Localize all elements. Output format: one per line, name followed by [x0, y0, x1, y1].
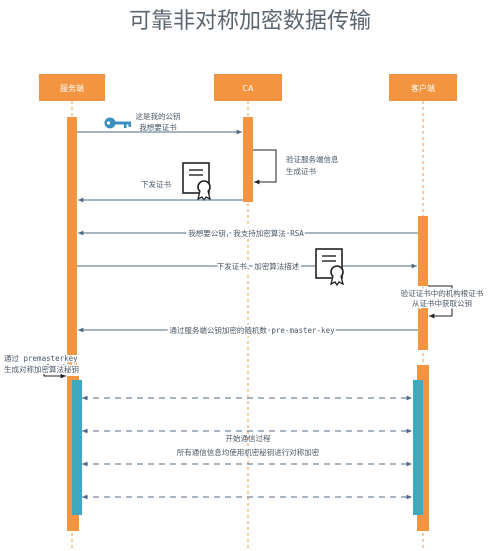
participant-ca-label: CA — [242, 84, 254, 93]
message-issue-certificate: 下发证书 — [78, 179, 243, 203]
message-8-line-1: 通过 premasterkey — [4, 353, 78, 363]
message-ca-verify: 验证服务端信息 生成证书 — [253, 149, 339, 185]
message-9-line-2: 所有通信信息均使用机密秘钥进行对称加密 — [177, 447, 320, 457]
key-icon — [104, 117, 131, 129]
diagram-title: 可靠非对称加密数据传输 — [129, 9, 371, 34]
message-2-line-2: 生成证书 — [286, 166, 316, 176]
certificate-icon — [182, 162, 211, 202]
participant-client-label: 客户端 — [411, 83, 435, 93]
message-6-line-1: 验证证书中的机构根证书 — [401, 288, 484, 298]
message-9-line-1: 开始通信过程 — [226, 433, 271, 443]
message-5-label: 下发证书、加密算法描述 — [217, 261, 300, 271]
message-1-line-1: 这是我的公钥 — [136, 111, 181, 121]
message-send-certificate: 下发证书、加密算法描述 — [77, 259, 417, 273]
symmetric-communication: 开始通信过程 所有通信信息均使用机密秘钥进行对称加密 — [82, 395, 412, 500]
message-send-public-key: 这是我的公钥 我想要证书 — [77, 111, 242, 135]
client-session-bar — [413, 380, 423, 515]
ca-activation — [243, 117, 253, 202]
client-activation-2 — [418, 308, 428, 350]
client-activation-1 — [418, 216, 428, 286]
participant-server: 服务端 — [39, 74, 105, 101]
participant-server-label: 服务端 — [60, 83, 84, 93]
message-client-verify: 验证证书中的机构根证书 从证书中获取公钥 — [399, 285, 485, 319]
message-server-generate-key: 通过 premasterkey 生成对称加密算法秘钥 — [3, 352, 81, 379]
certificate-icon — [315, 248, 344, 287]
message-1-line-2: 我想要证书 — [139, 122, 177, 132]
message-2-line-1: 验证服务端信息 — [286, 154, 339, 164]
message-3-label: 下发证书 — [141, 179, 171, 189]
message-request-public-key: 我想要公钥，我支持加密算法 RSA — [78, 226, 418, 240]
message-pre-master-key: 通过服务端公钥加密的随机数 pre-master-key — [78, 323, 418, 337]
message-8-line-2: 生成对称加密算法秘钥 — [4, 364, 79, 374]
message-4-label: 我想要公钥，我支持加密算法 RSA — [188, 228, 304, 238]
server-activation-1 — [67, 117, 77, 370]
message-6-line-2: 从证书中获取公钥 — [412, 298, 472, 308]
participant-client: 客户端 — [389, 74, 457, 101]
participant-ca: CA — [214, 74, 282, 101]
server-session-bar — [72, 380, 82, 515]
message-7-label: 通过服务端公钥加密的随机数 pre-master-key — [169, 325, 335, 335]
